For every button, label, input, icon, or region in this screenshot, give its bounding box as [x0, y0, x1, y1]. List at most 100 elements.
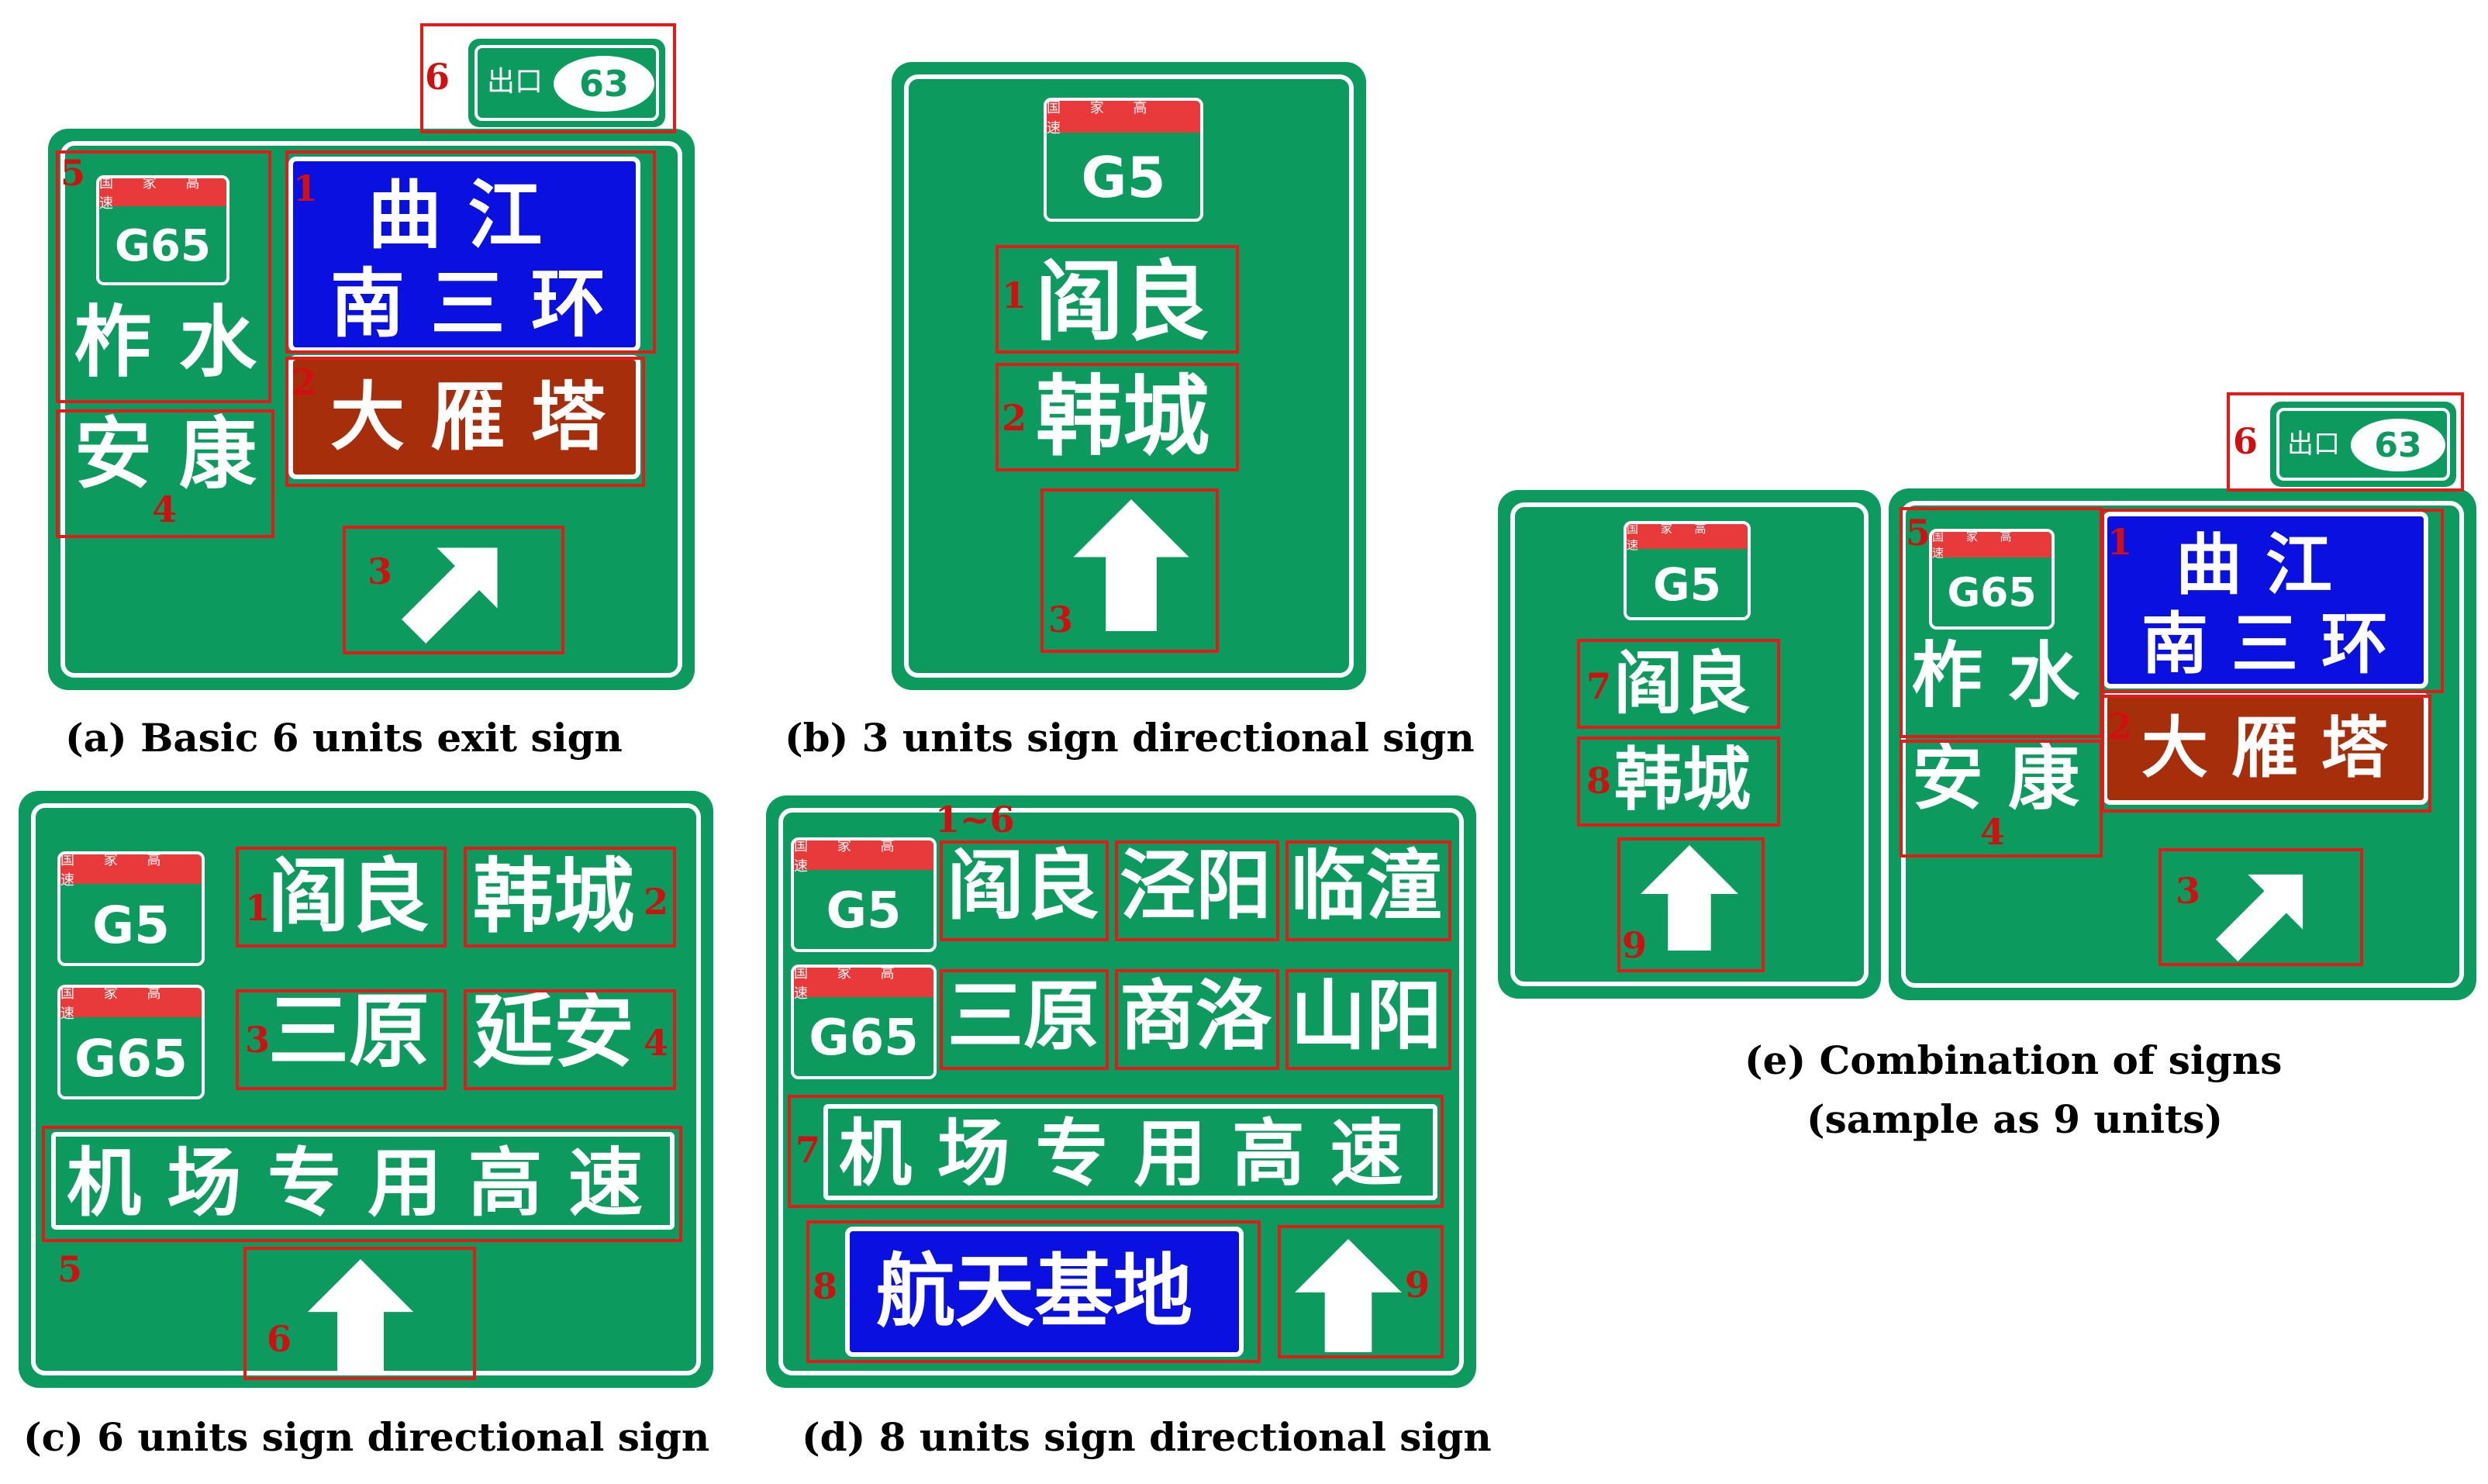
unit-label-e-8: 8	[1586, 760, 1612, 802]
place-hancheng-c: 韩城	[473, 849, 635, 944]
place-sanyuan-d: 三原	[947, 972, 1100, 1061]
arrow-up-icon-b	[1073, 499, 1189, 631]
shield-route-code: G5	[1653, 558, 1721, 611]
unit-label-a-2: 2	[292, 361, 317, 403]
unit-label-a-1: 1	[293, 167, 319, 209]
place-yanliang-c: 阎良	[268, 849, 430, 944]
unit-box-a-3	[343, 526, 564, 654]
unit-box-d-9	[1278, 1225, 1444, 1358]
shield-band-text: 国 家 高 速	[1047, 101, 1200, 136]
panel-airport-highway-c: 机 场 专 用 高 速	[51, 1132, 675, 1230]
shield-g65-d: 国 家 高 速 G65	[791, 965, 937, 1079]
unit-box-e-8	[1577, 737, 1780, 827]
unit-box-d-5	[1115, 969, 1279, 1070]
place-ankang-a: 安 康	[74, 409, 257, 499]
unit-label-b-3: 3	[1048, 599, 1074, 640]
shield-route-code: G5	[91, 895, 171, 955]
exit-number-e: 63	[2351, 419, 2445, 471]
place-airport-highway-c: 机 场 专 用 高 速	[67, 1140, 644, 1227]
shield-g5-d: 国 家 高 速 G5	[791, 837, 937, 952]
shield-band-text: 国 家 高 速	[1932, 532, 2051, 560]
place-hancheng-e: 韩城	[1614, 740, 1751, 820]
unit-box-c-1	[236, 847, 447, 947]
unit-box-b-1	[996, 245, 1239, 354]
panel-qujiang-e: 曲 江 南 三 环	[2103, 512, 2428, 689]
arrow-up-icon-e-left	[1641, 845, 1738, 951]
caption-e-line2: (sample as 9 units)	[1806, 1096, 2224, 1142]
place-yanan-c: 延安	[473, 984, 635, 1078]
unit-box-b-3	[1040, 488, 1219, 653]
panel-airport-highway-d: 机 场 专 用 高 速	[823, 1104, 1437, 1200]
unit-box-d-8	[806, 1220, 1261, 1363]
unit-label-c-6: 6	[267, 1318, 292, 1360]
shield-route-code: G65	[74, 1028, 188, 1089]
unit-label-d-9: 9	[1405, 1264, 1430, 1306]
unit-label-e-1: 1	[2107, 521, 2133, 563]
unit-label-e-9: 9	[1622, 924, 1648, 966]
unit-label-e-2: 2	[2107, 706, 2133, 747]
place-shanyang-d: 山阳	[1290, 972, 1443, 1061]
place-qujiang-a: 曲 江	[368, 172, 543, 259]
unit-box-c-5	[42, 1126, 682, 1242]
shield-g65-e: 国 家 高 速 G65	[1929, 529, 2055, 630]
unit-label-e-3: 3	[2176, 870, 2201, 912]
shield-route-code: G5	[1081, 144, 1166, 210]
unit-box-e-9	[1617, 837, 1765, 972]
place-zhashui-e: 柞 水	[1912, 634, 2080, 717]
unit-label-e-7: 7	[1586, 665, 1612, 707]
place-sanyuan-c: 三原	[268, 984, 430, 1078]
exit-plate-a: 出口 63	[468, 39, 665, 127]
unit-box-d-6	[1285, 969, 1451, 1070]
unit-box-d-1	[940, 840, 1109, 941]
sign-b-border	[904, 74, 1354, 678]
unit-label-d-7: 7	[795, 1129, 821, 1171]
unit-label-c-5: 5	[57, 1248, 83, 1290]
place-hancheng-b: 韩城	[1036, 367, 1209, 468]
unit-box-e-2	[2101, 695, 2431, 813]
unit-box-a-2	[285, 357, 645, 487]
unit-label-e-6: 6	[2233, 420, 2259, 462]
unit-box-b-2	[996, 363, 1239, 471]
unit-box-a-4	[56, 409, 274, 538]
unit-label-a-4: 4	[152, 488, 178, 530]
unit-box-c-2	[464, 847, 676, 947]
shield-band-text: 国 家 高 速	[1627, 524, 1748, 552]
place-yanliang-b: 阎良	[1036, 252, 1209, 353]
place-airport-highway-d: 机 场 专 用 高 速	[839, 1112, 1403, 1196]
unit-box-c-6	[243, 1247, 476, 1380]
unit-box-e-6	[2227, 392, 2464, 492]
unit-label-e-4: 4	[1980, 811, 2006, 853]
place-lintong-d: 临潼	[1290, 842, 1443, 930]
exit-label-e: 出口	[2287, 429, 2340, 460]
unit-box-e-3	[2158, 848, 2363, 966]
caption-e-line1: (e) Combination of signs	[1744, 1037, 2283, 1083]
exit-number-a: 63	[554, 56, 654, 112]
unit-label-b-2: 2	[1002, 397, 1027, 439]
unit-box-d-7	[788, 1095, 1444, 1208]
place-yanliang-e: 阎良	[1614, 644, 1751, 723]
shield-route-code: G5	[826, 882, 902, 940]
caption-c: (c) 6 units sign directional sign	[23, 1414, 710, 1460]
unit-box-a-5	[56, 150, 271, 403]
shield-band-text: 国 家 高 速	[60, 988, 202, 1022]
arrow-up-right-icon-e	[2216, 874, 2303, 961]
shield-band-text: 国 家 高 速	[99, 178, 226, 212]
arrow-up-icon-c	[307, 1259, 414, 1375]
place-jingyang-d: 泾阳	[1120, 842, 1272, 930]
sign-d-border	[778, 808, 1464, 1375]
shield-band-text: 国 家 高 速	[60, 854, 202, 889]
unit-box-d-2	[1115, 840, 1279, 941]
unit-box-c-4	[464, 989, 676, 1090]
panel-dayanta-e: 大 雁 塔	[2103, 692, 2428, 805]
unit-label-d-8: 8	[813, 1265, 838, 1307]
unit-box-c-3	[236, 989, 447, 1090]
place-shangluo-d: 商洛	[1120, 972, 1272, 1061]
place-dayanta-e: 大 雁 塔	[2141, 709, 2388, 787]
shield-g65-c: 国 家 高 速 G65	[57, 985, 205, 1099]
unit-box-e-1	[2101, 509, 2444, 693]
unit-label-c-3: 3	[245, 1019, 271, 1061]
unit-label-a-6: 6	[425, 56, 450, 98]
panel-dayanta-a: 大 雁 塔	[288, 355, 640, 479]
unit-box-a-6	[420, 23, 676, 133]
shield-g5-b: 国 家 高 速 G5	[1044, 98, 1203, 222]
